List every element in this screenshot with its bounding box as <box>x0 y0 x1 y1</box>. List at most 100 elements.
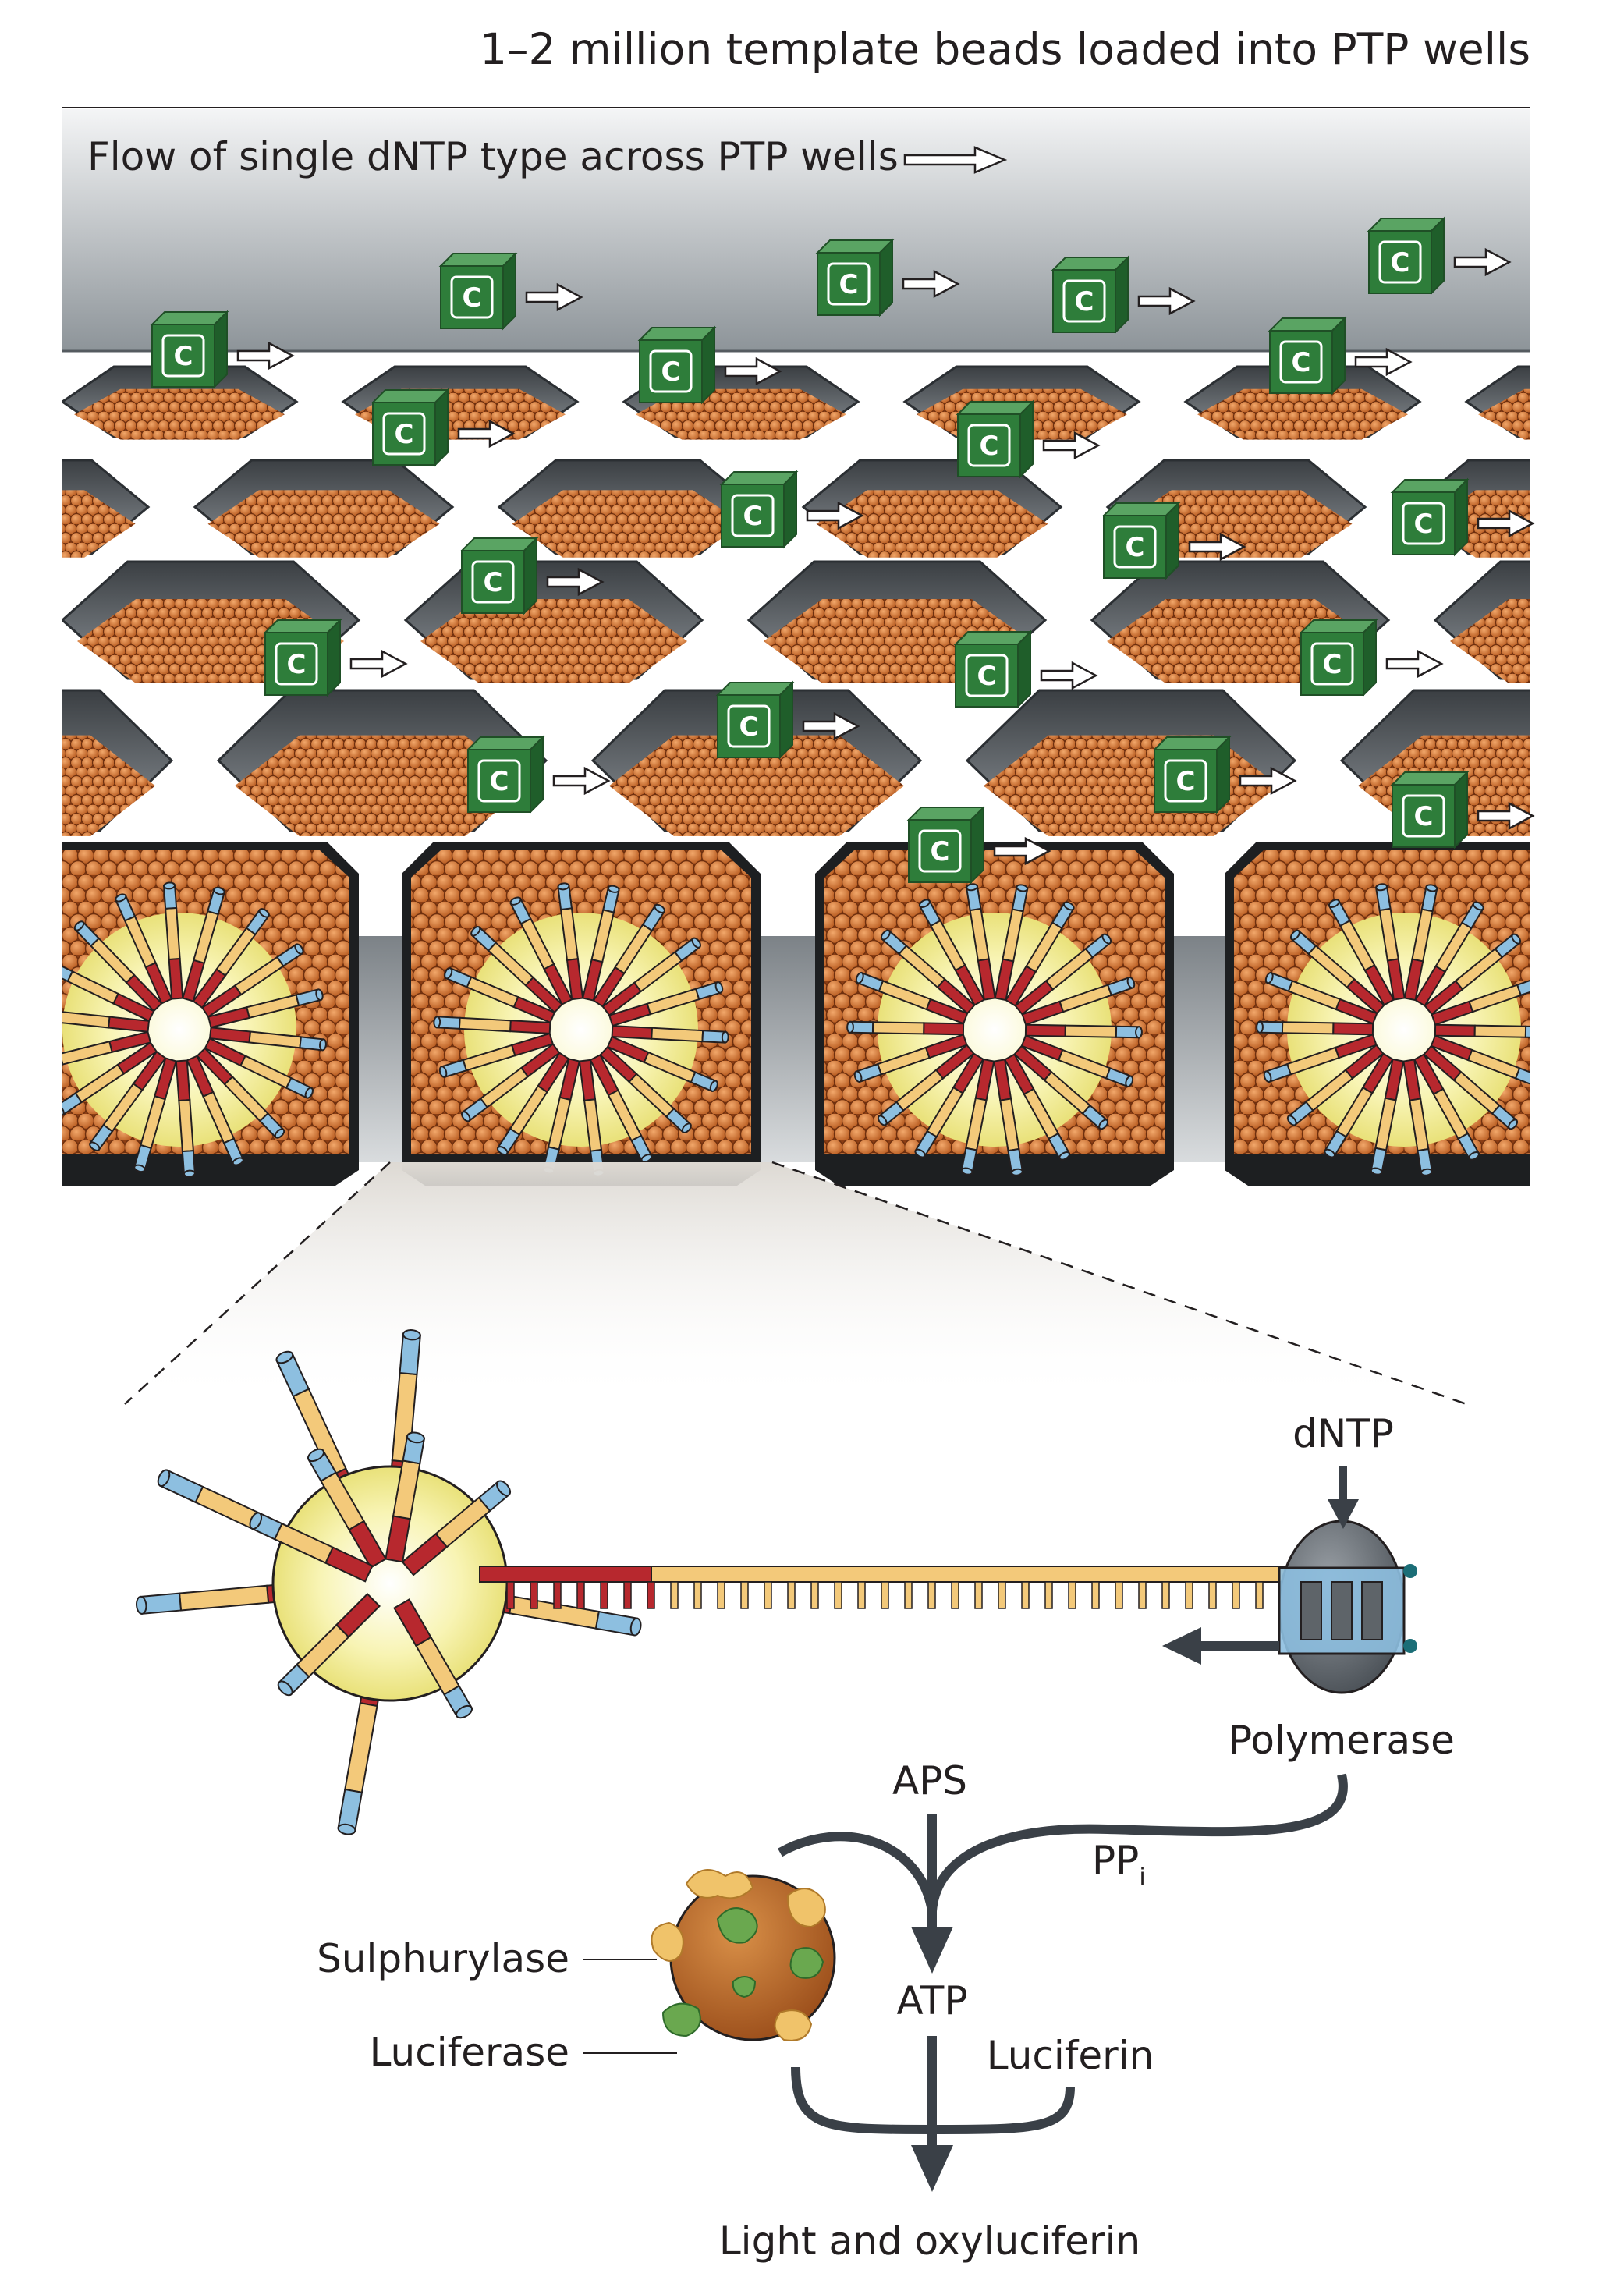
dntp-cube-icon: C <box>815 238 960 317</box>
flow-arrow-icon <box>902 269 960 299</box>
section-dna-strand <box>438 1032 555 1079</box>
section-dna-strand <box>1424 933 1522 1016</box>
bead-dna-strand <box>249 1512 374 1583</box>
luciferase-blob-3 <box>661 2002 701 2037</box>
dntp-cube-label: C <box>287 649 307 680</box>
section-dna-strand <box>1370 1058 1405 1176</box>
dntp-cube-label: C <box>463 282 482 314</box>
base-rung <box>740 1581 749 1609</box>
dntp-cube-label: C <box>980 431 999 462</box>
section-dna-strand <box>62 960 155 1023</box>
sulphurylase-blob-3 <box>651 1921 684 1962</box>
base-rung <box>647 1581 655 1609</box>
hex-well-beads <box>1197 388 1408 440</box>
dntp-cube-label: C <box>395 419 414 450</box>
section-dna-strand <box>611 1025 729 1044</box>
base-rung <box>717 1581 725 1609</box>
sulphurylase-blob-2 <box>786 1888 826 1928</box>
section-dna-strand <box>846 1020 965 1036</box>
section-dna-strand <box>1328 899 1395 1006</box>
section-dna-strand <box>133 1057 177 1173</box>
hex-well-beads <box>1450 599 1530 683</box>
hex-well-beads <box>512 490 744 558</box>
picotiter-plate <box>0 353 1530 1186</box>
dntp-cube-icon: C <box>438 251 583 331</box>
flow-arrow-icon <box>525 282 583 312</box>
section-dna-strand <box>444 966 556 1024</box>
hex-well <box>0 562 16 683</box>
section-dna-strand <box>1021 976 1136 1026</box>
dntp-cube-label: C <box>1323 649 1342 680</box>
hex-well <box>62 459 151 558</box>
template-dna-strand <box>479 1566 1292 1609</box>
section-dna-strand <box>1013 1044 1109 1130</box>
bead-dna-strand <box>385 1431 425 1563</box>
product-label: Light and oxyluciferin <box>719 2218 1140 2264</box>
dntp-cube-label: C <box>839 269 859 300</box>
flow-arrow-icon <box>1188 532 1246 562</box>
dntp-label: dNTP <box>1292 1411 1394 1456</box>
flow-arrow-icon <box>1453 247 1512 277</box>
flow-arrow-icon <box>1354 347 1413 377</box>
enzyme-bead <box>651 1869 836 2041</box>
dntp-cube-label: C <box>1414 801 1434 832</box>
dntp-cube-label: C <box>977 661 997 692</box>
luciferase-blob-4 <box>732 1976 757 1998</box>
flow-arrow-icon <box>1477 801 1535 831</box>
dntp-cube-label: C <box>661 356 681 388</box>
sulphurylase-blob-4 <box>774 2009 813 2041</box>
hex-well-beads <box>0 599 1 683</box>
hex-well <box>0 367 16 440</box>
section-dna-strand <box>509 896 573 1005</box>
dntp-cube-icon: C <box>719 470 864 549</box>
hex-well-beads <box>609 735 904 836</box>
base-rung <box>1208 1581 1217 1609</box>
luciferase-blob-2 <box>789 1947 824 1979</box>
dntp-cube-icon: C <box>1299 618 1444 697</box>
zoom-wedge <box>125 1162 1466 1404</box>
base-rung <box>810 1581 819 1609</box>
dntp-cube-label: C <box>174 341 193 372</box>
section-dna-strand <box>1264 971 1378 1025</box>
section-dna-strand <box>1431 976 1530 1026</box>
hex-well-rim <box>0 562 16 679</box>
dntp-cube-label: C <box>1075 286 1094 317</box>
section-well <box>1225 842 1530 1186</box>
section-dna-strand <box>196 1047 285 1139</box>
base-rung <box>927 1581 936 1609</box>
dntp-cube-icon: C <box>1051 255 1196 335</box>
dntp-cube-icon: C <box>906 805 1051 885</box>
section-dna-strand <box>115 893 173 1005</box>
hex-well <box>1464 365 1530 440</box>
duplex-end-top <box>1403 1564 1417 1578</box>
luciferin-label: Luciferin <box>987 2033 1154 2078</box>
dntp-cube-icon: C <box>371 388 516 467</box>
sulphurylase-label: Sulphurylase <box>317 1936 569 1981</box>
base-rung <box>951 1581 959 1609</box>
bead-dna-strand <box>277 1593 381 1697</box>
section-well <box>402 842 761 1186</box>
section-dna-strand <box>966 883 996 1001</box>
dntp-cube-icon: C <box>956 399 1101 479</box>
section-dna-strand <box>1003 1053 1071 1161</box>
dntp-cube-icon: C <box>1390 477 1535 557</box>
hex-well <box>497 459 759 558</box>
polymerase-label: Polymerase <box>1229 1718 1455 1763</box>
dntp-cube-icon: C <box>1390 770 1535 849</box>
flow-arrow-icon <box>806 501 864 530</box>
base-rung <box>881 1581 889 1609</box>
flow-arrow-icon <box>546 567 605 597</box>
flow-arrow-icon <box>993 836 1051 866</box>
flow-arrow-icon <box>236 341 295 371</box>
section-dna-strand <box>433 1016 551 1034</box>
section-dna-strand <box>1020 1034 1134 1088</box>
section-dna-strand <box>1434 1023 1530 1039</box>
sulphurylase-flow-arrow-icon <box>778 1832 937 1913</box>
dntp-cube-icon: C <box>953 629 1098 709</box>
dntp-cube-label: C <box>1391 247 1410 278</box>
section-dna-strand <box>914 1052 984 1158</box>
flow-arrow-icon <box>552 766 611 796</box>
base-rungs <box>506 1581 1264 1609</box>
